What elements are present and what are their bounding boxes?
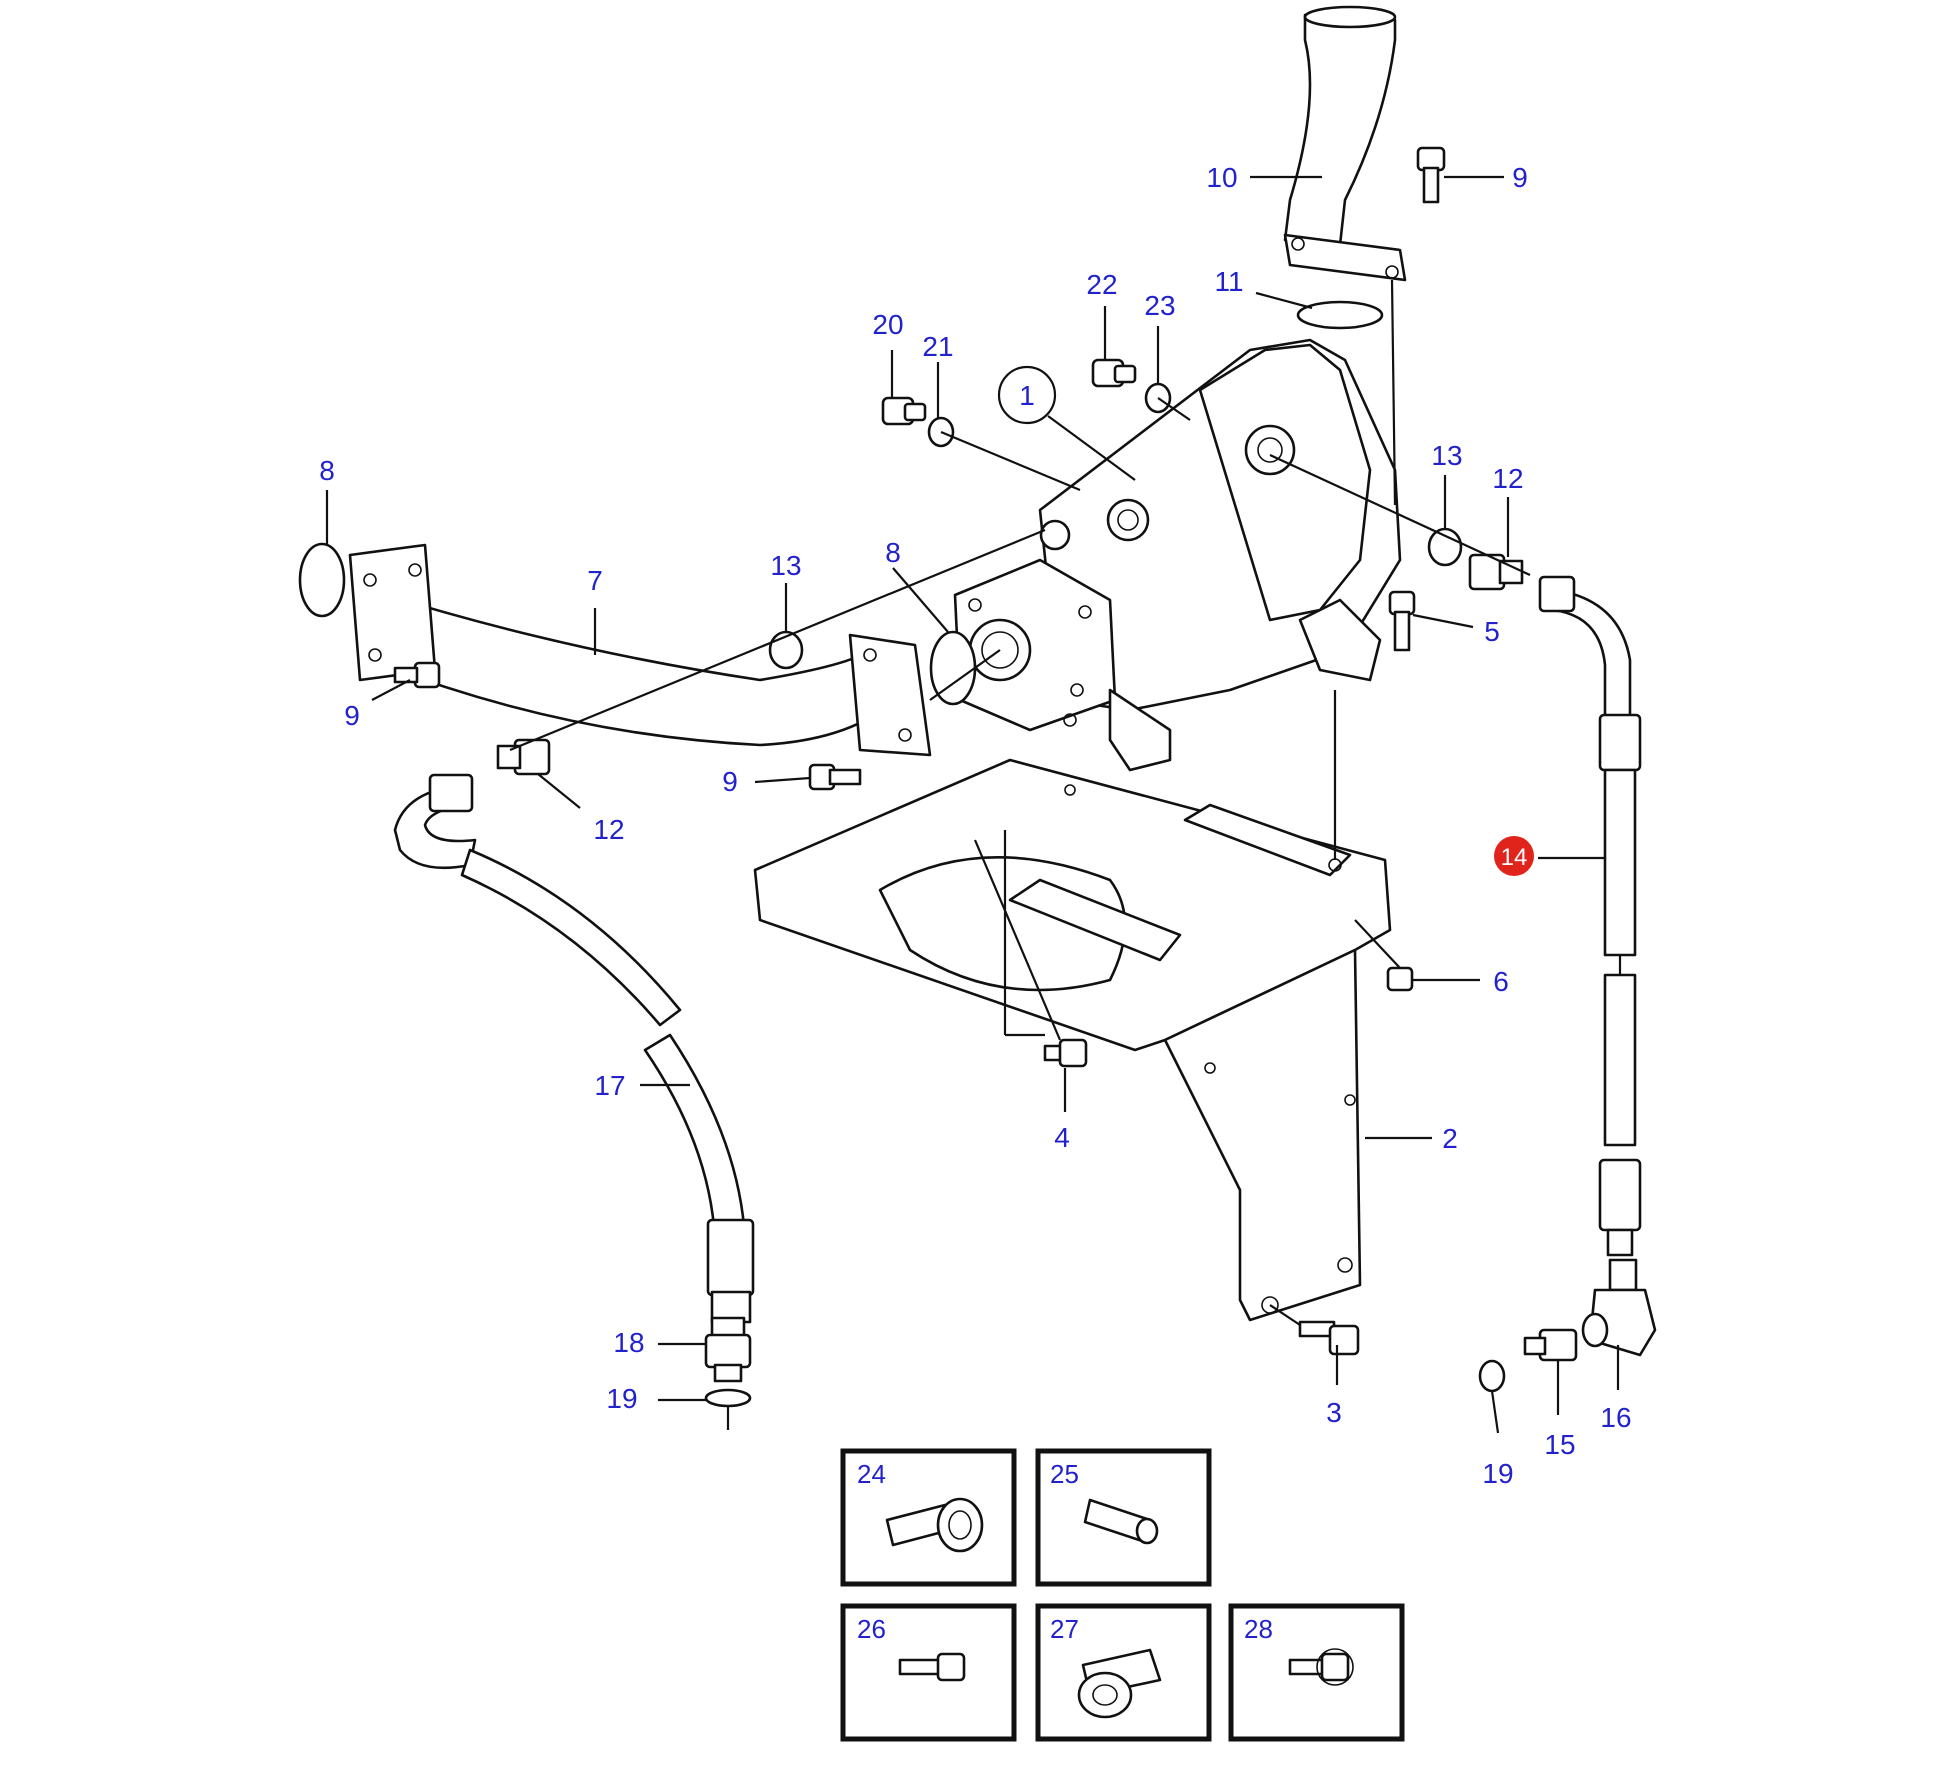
label-part-3[interactable]: 3 — [1326, 1397, 1342, 1428]
svg-text:28: 28 — [1244, 1614, 1273, 1644]
gasket-ring — [1296, 300, 1384, 330]
label-part-18[interactable]: 18 — [613, 1327, 644, 1358]
bolt-icon — [898, 1652, 966, 1682]
label-part-8-center[interactable]: 8 — [885, 537, 901, 568]
accessory-box-27[interactable]: 27 — [1035, 1603, 1212, 1742]
o-ring-center — [929, 630, 977, 706]
label-part-20[interactable]: 20 — [872, 309, 903, 340]
label-part-7[interactable]: 7 — [587, 565, 603, 596]
part-labels: 1 2 3 4 5 6 7 8 8 9 9 9 10 11 12 12 13 1… — [319, 162, 1631, 1489]
label-part-9-center[interactable]: 9 — [722, 766, 738, 797]
plug-20 — [881, 396, 927, 426]
svg-text:1: 1 — [1019, 380, 1035, 411]
nut-6 — [1386, 966, 1414, 992]
washer-19-right — [1478, 1359, 1506, 1393]
bolt-5 — [1388, 590, 1416, 652]
label-part-2[interactable]: 2 — [1442, 1123, 1458, 1154]
leader-lines — [325, 175, 1620, 1434]
label-part-16[interactable]: 16 — [1600, 1402, 1631, 1433]
svg-text:27: 27 — [1050, 1614, 1079, 1644]
washer-19-left — [704, 1388, 752, 1408]
label-part-5[interactable]: 5 — [1484, 616, 1500, 647]
svg-text:25: 25 — [1050, 1459, 1079, 1489]
elbow-16 — [1581, 1258, 1657, 1357]
label-part-22[interactable]: 22 — [1086, 269, 1117, 300]
label-part-9-top[interactable]: 9 — [1512, 162, 1528, 193]
assembly-guide-lines — [509, 279, 1622, 1430]
label-part-13-right[interactable]: 13 — [1431, 440, 1462, 471]
label-part-11[interactable]: 11 — [1214, 266, 1243, 297]
fitting-right — [1468, 553, 1524, 591]
exhaust-elbow-pipe — [1283, 5, 1407, 282]
flange-bolt-icon — [1288, 1648, 1354, 1686]
svg-text:24: 24 — [857, 1459, 886, 1489]
label-part-9-left[interactable]: 9 — [344, 700, 360, 731]
accessory-box-28[interactable]: 28 — [1228, 1603, 1405, 1742]
fitting-15 — [1523, 1328, 1578, 1362]
svg-text:14: 14 — [1501, 844, 1528, 871]
bolt-top — [1416, 146, 1446, 204]
label-part-15[interactable]: 15 — [1544, 1429, 1575, 1460]
main-housing — [953, 338, 1402, 772]
svg-text:26: 26 — [857, 1614, 886, 1644]
fitting-left — [496, 738, 551, 776]
p-clamp-icon — [885, 1497, 984, 1553]
plug-22 — [1091, 358, 1137, 388]
label-part-12-right[interactable]: 12 — [1492, 463, 1523, 494]
label-part-10[interactable]: 10 — [1206, 162, 1237, 193]
connecting-pipe — [348, 543, 932, 757]
sleeve-icon — [1083, 1498, 1159, 1545]
label-part-12-left[interactable]: 12 — [593, 814, 624, 845]
washer-right — [1427, 527, 1463, 567]
label-part-17[interactable]: 17 — [594, 1070, 625, 1101]
label-part-21[interactable]: 21 — [922, 331, 953, 362]
o-ring-left — [298, 542, 346, 618]
hose-left — [393, 773, 755, 1324]
bolt-3 — [1298, 1320, 1360, 1356]
accessory-box-26[interactable]: 26 — [840, 1603, 1017, 1742]
label-part-8-left[interactable]: 8 — [319, 455, 335, 486]
label-part-19-right[interactable]: 19 — [1482, 1458, 1513, 1489]
label-part-14-highlighted[interactable]: 14 — [1494, 836, 1534, 876]
accessory-box-24[interactable]: 24 — [840, 1448, 1017, 1587]
mounting-bracket — [753, 758, 1392, 1322]
label-part-23[interactable]: 23 — [1144, 290, 1175, 321]
bolt-4 — [1043, 1038, 1088, 1068]
rubber-clamp-icon — [1077, 1648, 1162, 1719]
label-part-1[interactable]: 1 — [997, 365, 1057, 425]
label-part-13-left[interactable]: 13 — [770, 550, 801, 581]
label-part-6[interactable]: 6 — [1493, 966, 1509, 997]
label-part-19-left[interactable]: 19 — [606, 1383, 637, 1414]
label-part-4[interactable]: 4 — [1054, 1122, 1070, 1153]
fitting-18 — [704, 1316, 752, 1383]
accessory-box-25[interactable]: 25 — [1035, 1448, 1212, 1587]
bolt-center — [808, 763, 862, 791]
hose-right — [1538, 575, 1642, 1257]
